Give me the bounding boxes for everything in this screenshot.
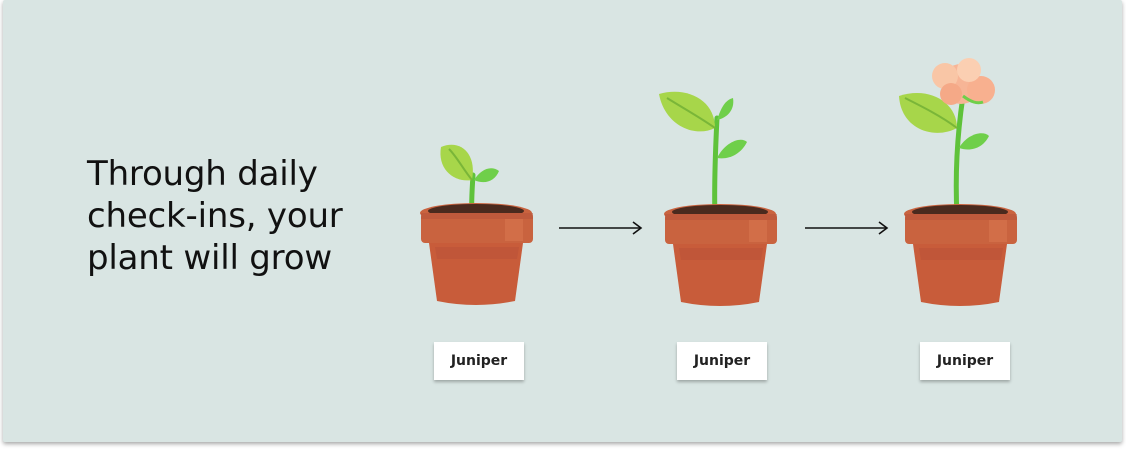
headline-line-1: Through daily bbox=[87, 154, 318, 194]
plant-name-label: Juniper bbox=[434, 342, 524, 380]
plant-name-label: Juniper bbox=[920, 342, 1010, 380]
plant-name-label: Juniper bbox=[677, 342, 767, 380]
arrow-right-icon bbox=[805, 221, 889, 235]
plant-stage-flowering-illustration bbox=[899, 58, 1017, 306]
arrow-right-icon bbox=[559, 221, 643, 235]
headline: Through daily check-ins, your plant will… bbox=[87, 153, 387, 279]
plant-stage-sprout-illustration bbox=[420, 144, 533, 305]
headline-line-3: plant will grow bbox=[87, 238, 332, 278]
headline-line-2: check-ins, your bbox=[87, 196, 343, 236]
illustration-card: Through daily check-ins, your plant will… bbox=[3, 0, 1122, 442]
plant-stage-young-illustration bbox=[659, 91, 777, 306]
